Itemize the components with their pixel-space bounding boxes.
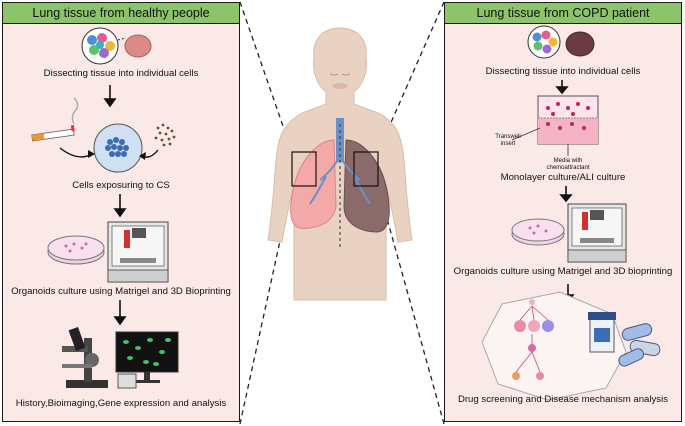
right-step-3-label: Organoids culture using Matrigel and 3D … — [453, 266, 673, 277]
arrow-down-icon — [113, 194, 127, 218]
transwell-insert-icon — [511, 95, 599, 156]
zoom-box-right — [353, 151, 379, 187]
diseased-tissue-icon — [565, 31, 595, 57]
pill-capsules-icon — [618, 323, 661, 367]
zoom-box-left — [291, 151, 317, 187]
bioprinter-icon — [107, 221, 169, 283]
left-step-1-label: Dissecting tissue into individual cells — [43, 68, 199, 79]
left-step-2-label: Cells exposuring to CS — [72, 180, 170, 191]
cell-cluster-icon — [81, 27, 127, 65]
left-step-3-label: Organoids culture using Matrigel and 3D … — [11, 286, 231, 297]
organoid-dish-icon — [511, 218, 565, 246]
arrow-down-icon — [113, 300, 127, 326]
monitor-icon — [115, 331, 179, 389]
arrowhead-icon — [139, 152, 146, 160]
left-panel-title: Lung tissue from healthy people — [3, 3, 239, 24]
bioprinter-icon — [567, 203, 627, 263]
left-step-4-label: History,Bioimaging,Gene expression and a… — [15, 398, 227, 409]
arrow-down-icon — [103, 85, 117, 108]
arrow-down-icon — [559, 186, 573, 203]
tissue-icon — [124, 34, 152, 58]
cigarette-icon — [31, 97, 79, 142]
right-panel-title: Lung tissue from COPD patient — [445, 3, 681, 24]
transwell-label: Transwell insert — [495, 134, 521, 147]
petri-dish-icon — [93, 123, 143, 173]
smoke-particles-icon — [154, 123, 176, 147]
media-label: Media with chemoattractant — [546, 158, 590, 171]
organoid-dish-icon — [47, 235, 105, 265]
arrowhead-icon — [88, 150, 95, 158]
arrow-down-icon — [555, 80, 569, 95]
right-step-4-label: Drug screening and Disease mechanism ana… — [457, 394, 669, 405]
right-step-2-label: Monolayer culture/ALI culture — [500, 172, 626, 183]
right-step-1-label: Dissecting tissue into individual cells — [485, 66, 641, 77]
microscope-icon — [62, 326, 108, 388]
drug-bottle-icon — [588, 312, 616, 353]
cell-cluster-icon — [527, 25, 561, 59]
